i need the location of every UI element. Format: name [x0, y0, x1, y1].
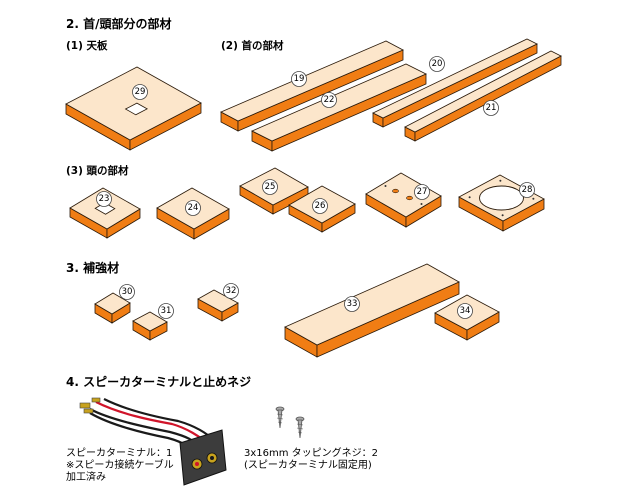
part-number-label: 19	[291, 71, 307, 87]
part-number-label: 23	[96, 191, 112, 207]
svg-text:19: 19	[294, 74, 305, 84]
part-number-label: 32	[223, 283, 239, 299]
svg-text:23: 23	[99, 194, 110, 204]
part-number-label: 20	[429, 56, 445, 72]
section-title-head-parts: 2. 首/頭部分の部材	[66, 17, 172, 31]
speaker-terminal-icon	[79, 397, 227, 486]
part-number-label: 21	[483, 100, 499, 116]
part-number-label: 25	[262, 179, 278, 195]
svg-text:22: 22	[324, 95, 335, 105]
subsection-top-plate: (1) 天板	[66, 40, 108, 52]
svg-text:33: 33	[347, 299, 358, 309]
part-number-label: 29	[132, 84, 148, 100]
svg-text:26: 26	[315, 201, 326, 211]
long-plank-icon	[220, 40, 404, 132]
long-strip-icon	[372, 38, 538, 128]
small-block-icon	[94, 292, 131, 324]
part-number-label: 22	[321, 92, 337, 108]
long-plank-icon	[251, 63, 427, 152]
part-number-label: 27	[414, 184, 430, 200]
section-title-reinforcement: 3. 補強材	[66, 261, 120, 275]
part-number-label: 28	[519, 182, 535, 198]
long-strip-icon	[404, 50, 562, 142]
svg-text:32: 32	[226, 286, 237, 296]
svg-text:21: 21	[486, 103, 497, 113]
square-with-hole-icon	[69, 187, 141, 239]
board-with-square-hole-icon	[65, 66, 202, 151]
tapping-screw-icon	[295, 416, 305, 439]
svg-text:27: 27	[417, 187, 428, 197]
plate-with-round-hole-icon	[458, 174, 545, 232]
small-block-icon	[197, 289, 239, 322]
part-number-label: 34	[457, 303, 473, 319]
part-number-label: 33	[344, 296, 360, 312]
svg-text:20: 20	[432, 59, 443, 69]
screw-caption: 3x16mm タッピングネジ：2 (スピーカターミナル固定用)	[244, 448, 379, 471]
svg-text:29: 29	[135, 87, 146, 97]
part-number-label: 24	[185, 200, 201, 216]
svg-text:30: 30	[122, 287, 133, 297]
part-number-label: 31	[158, 303, 174, 319]
svg-text:24: 24	[188, 203, 199, 213]
svg-text:28: 28	[522, 185, 533, 195]
small-block-icon	[132, 311, 168, 341]
svg-text:25: 25	[265, 182, 276, 192]
part-number-label: 26	[312, 198, 328, 214]
subsection-neck-parts: (2) 首の部材	[221, 40, 284, 52]
tapping-screw-icon	[275, 406, 285, 429]
part-number-label: 30	[119, 284, 135, 300]
svg-text:34: 34	[460, 306, 471, 316]
subsection-head-parts: (3) 頭の部材	[66, 165, 129, 177]
terminal-caption: スピーカターミナル：1 ※スピーカ接続ケーブル 加工済み	[66, 448, 174, 483]
section-title-terminal: 4. スピーカターミナルと止めネジ	[66, 375, 252, 389]
plate-with-holes-icon	[365, 172, 442, 228]
svg-text:31: 31	[161, 306, 172, 316]
long-plank-icon	[284, 263, 460, 358]
